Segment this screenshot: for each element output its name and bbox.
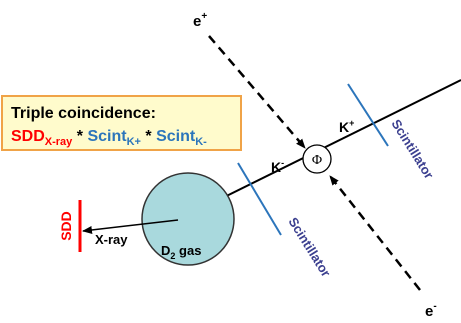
- interaction-point-circle: [302, 144, 332, 174]
- electron-label: e-: [425, 301, 437, 320]
- positron-label: e+: [193, 11, 207, 30]
- d2-gas-label: D2 gas: [161, 243, 201, 261]
- scintillator-lower-bar: [237, 162, 282, 236]
- k-minus-label: K-: [271, 158, 284, 175]
- coincidence-title: Triple coincidence:: [11, 105, 156, 122]
- scintillator-upper-label: Scintillator: [388, 117, 436, 182]
- scintillator-upper-bar: [347, 83, 389, 147]
- coincidence-box: Triple coincidence: SDDX-ray * ScintK+ *…: [1, 95, 242, 151]
- xray-path-line: [82, 219, 179, 234]
- scintillator-lower-label: Scintillator: [285, 215, 333, 280]
- d2-gas-target: [141, 172, 235, 266]
- phi-label: Φ: [312, 153, 322, 168]
- positron-beam-line: [208, 35, 306, 149]
- xray-label: X-ray: [95, 232, 128, 247]
- coincidence-formula: SDDX-ray * ScintK+ * ScintK-: [11, 128, 207, 148]
- k-plus-label: K+: [339, 118, 354, 135]
- sdd-label: SDD: [58, 211, 74, 241]
- electron-beam-line: [329, 175, 421, 291]
